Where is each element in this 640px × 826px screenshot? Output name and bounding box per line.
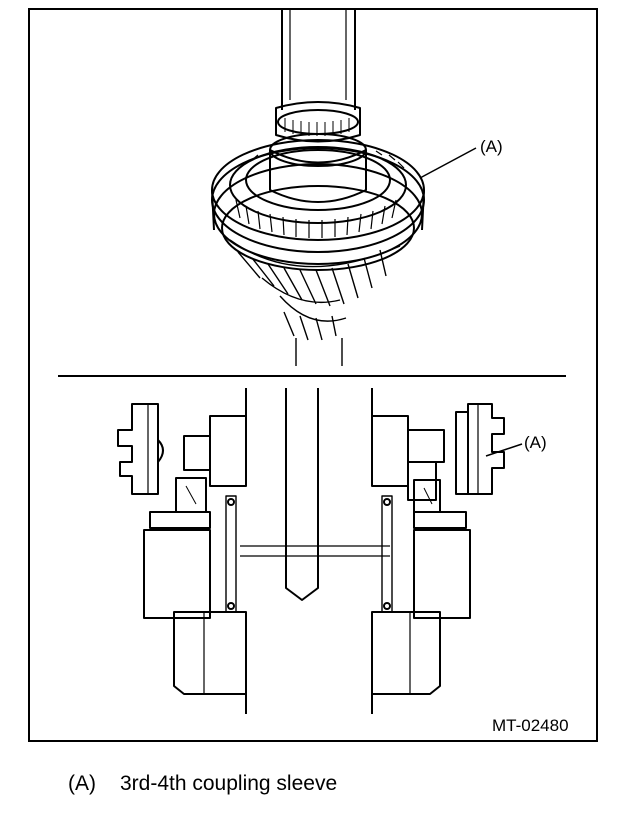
figure-code: MT-02480 <box>492 716 569 735</box>
figure-caption: (A) 3rd-4th coupling sleeve <box>68 772 337 796</box>
figure-frame <box>28 8 598 742</box>
top-perspective-view <box>211 10 425 366</box>
caption-key: (A) <box>68 772 96 795</box>
callout-label-bottom: (A) <box>524 433 547 452</box>
leader-line-top <box>419 147 477 179</box>
caption-text: 3rd-4th coupling sleeve <box>120 772 338 795</box>
cross-section-view <box>117 388 505 714</box>
leader-line-bottom <box>485 443 523 457</box>
callout-label-top: (A) <box>480 137 503 156</box>
